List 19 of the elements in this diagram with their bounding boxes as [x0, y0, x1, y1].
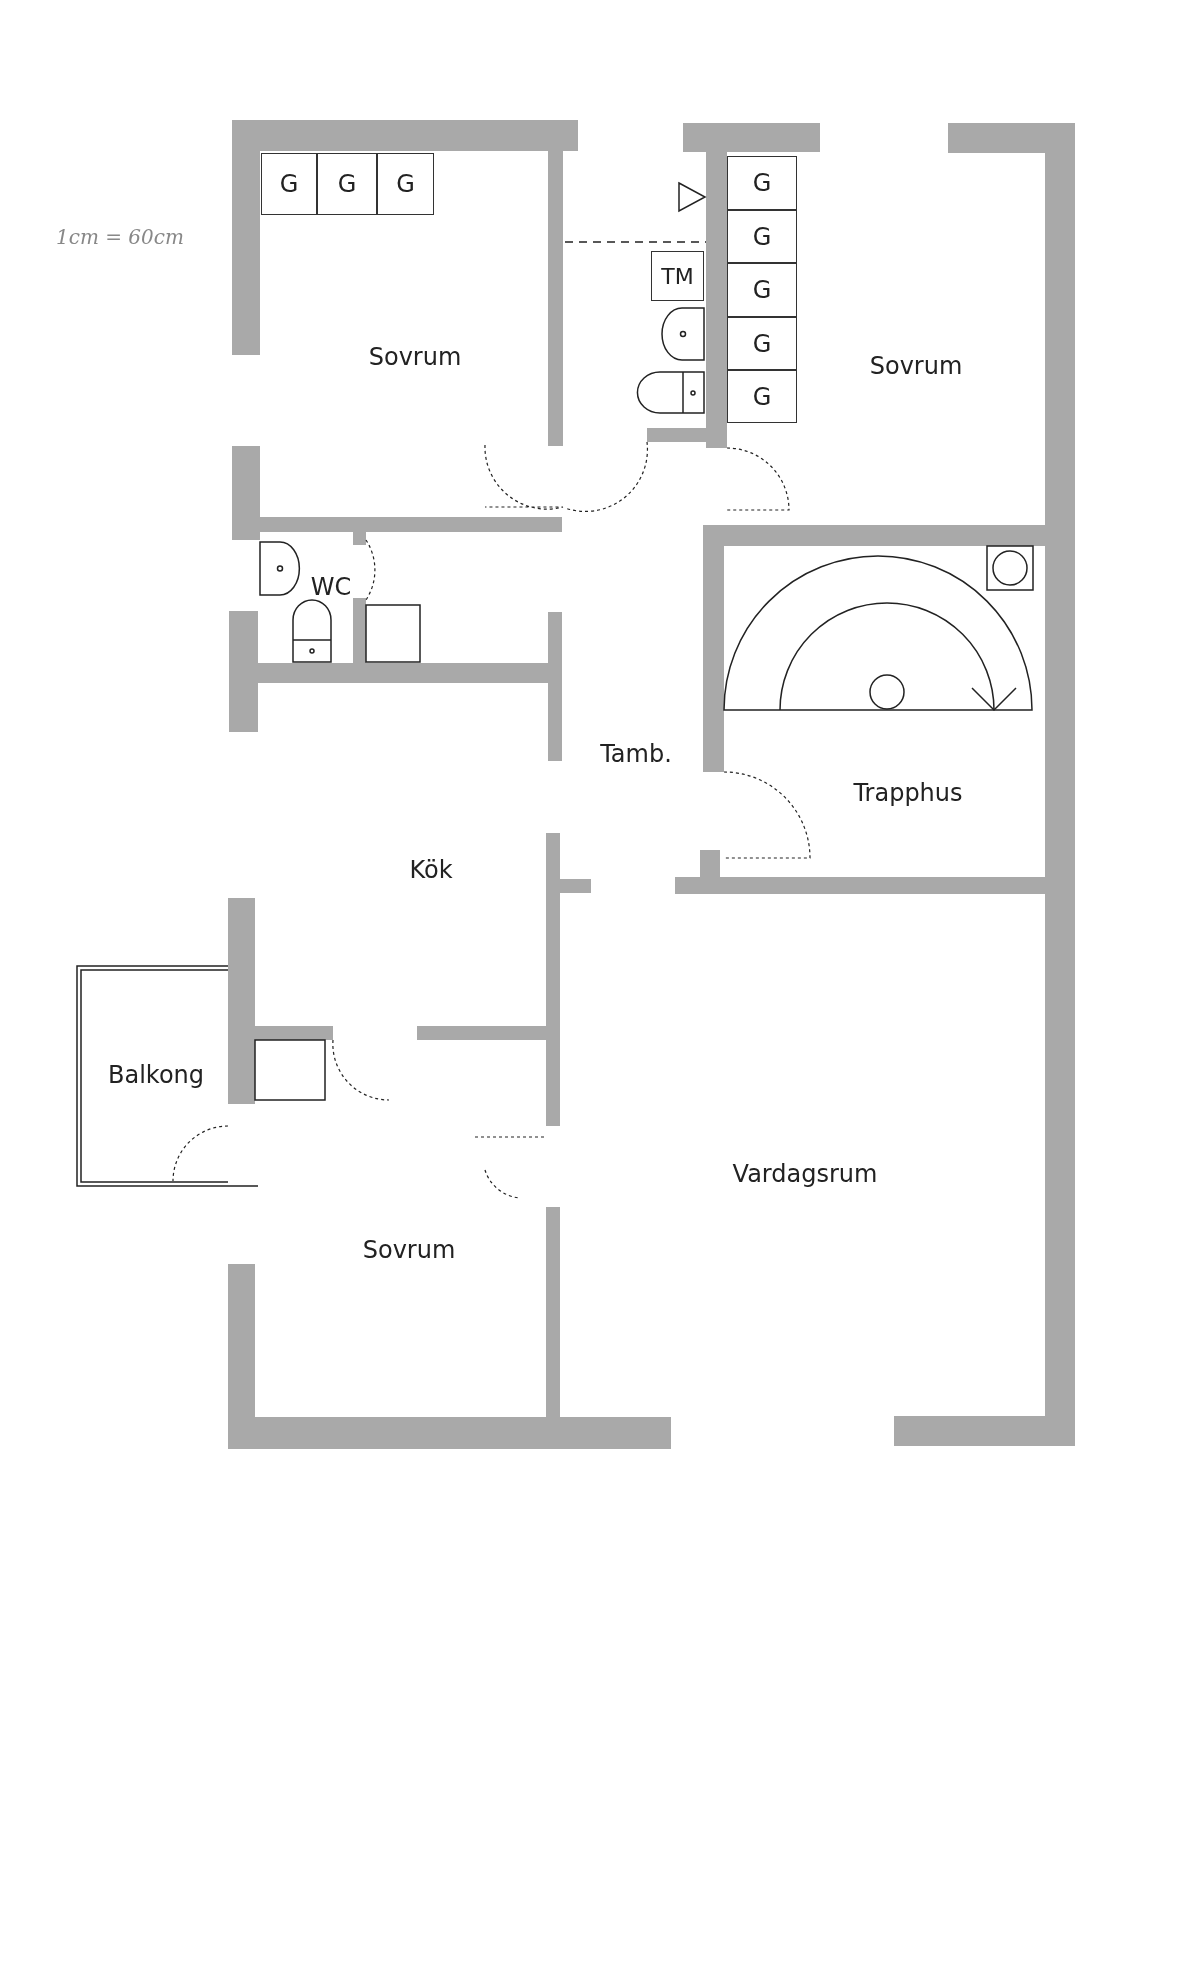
wardrobe-box: TM: [651, 251, 704, 301]
wardrobe-box: G: [727, 210, 797, 263]
room-label: WC: [310, 573, 352, 601]
wardrobe-box: G: [727, 317, 797, 370]
room-label: Sovrum: [869, 352, 963, 380]
wardrobe-box: G: [727, 263, 797, 317]
scale-note: 1cm = 60cm: [56, 225, 184, 249]
wardrobe-box: G: [727, 156, 797, 210]
room-label: Kök: [409, 856, 453, 884]
wardrobe-box: G: [727, 370, 797, 423]
wardrobe-box: G: [317, 153, 377, 215]
room-label: Sovrum: [362, 1236, 456, 1264]
room-label: Vardagsrum: [732, 1160, 878, 1188]
room-label: Tamb.: [600, 740, 672, 768]
room-label: Trapphus: [853, 779, 963, 807]
wardrobe-box: G: [377, 153, 434, 215]
wardrobe-box: G: [261, 153, 317, 215]
room-label: Sovrum: [368, 343, 462, 371]
room-label: Balkong: [108, 1061, 204, 1089]
